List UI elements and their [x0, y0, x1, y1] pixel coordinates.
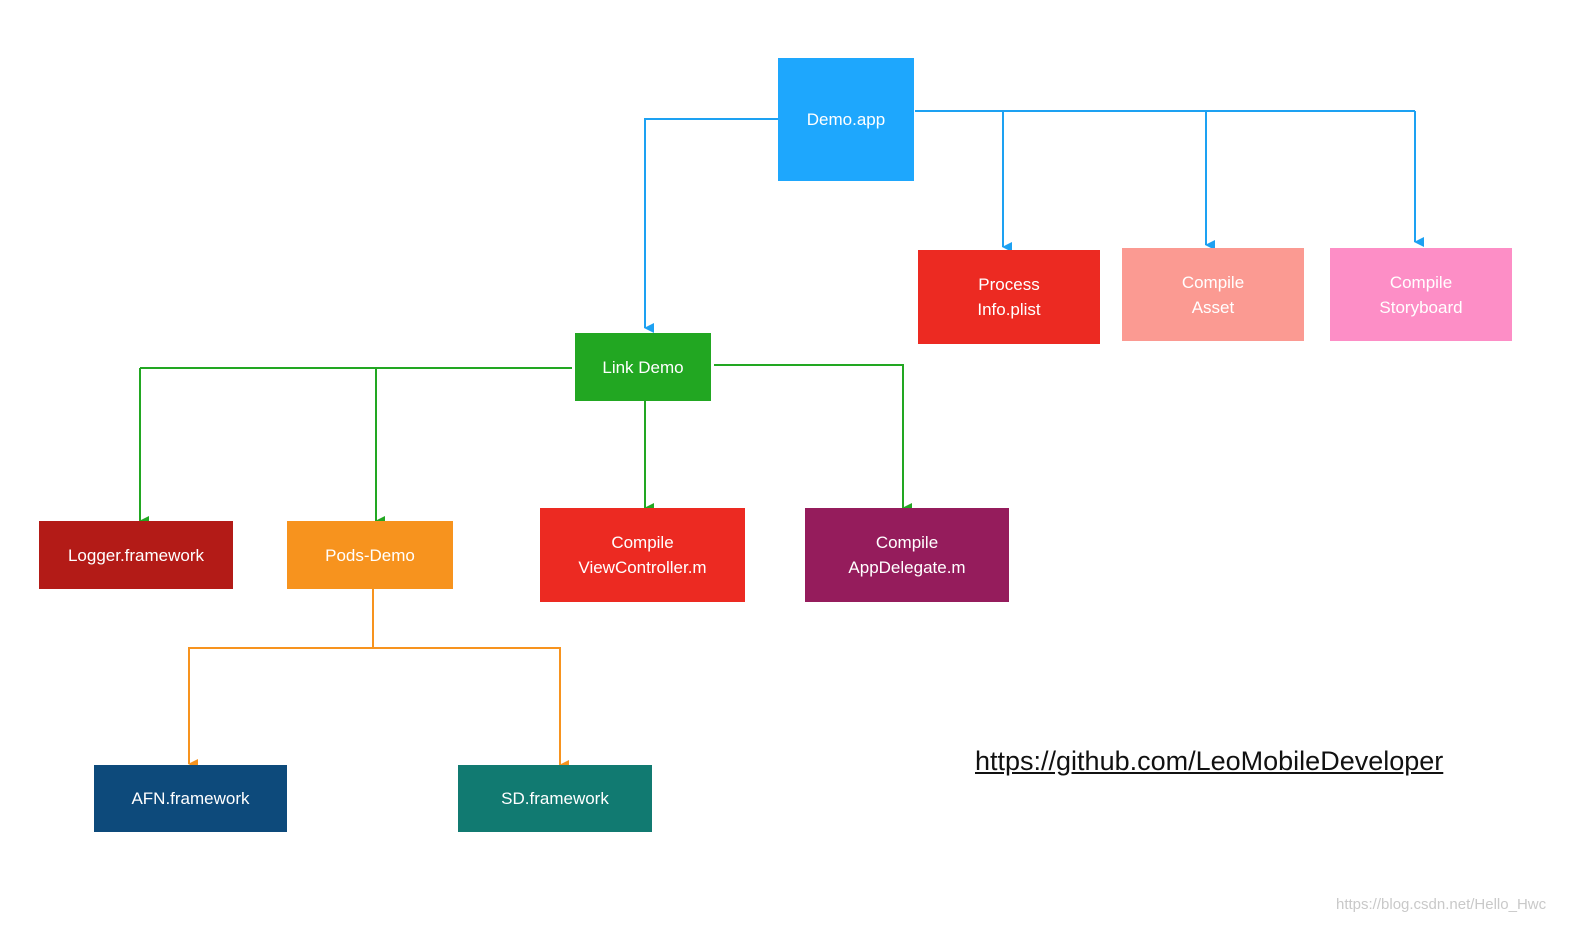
node-pods-demo: Pods-Demo: [287, 521, 453, 589]
node-label: Link Demo: [602, 355, 683, 380]
node-label-line: Compile: [1389, 272, 1453, 292]
node-demo-app: Demo.app: [778, 58, 914, 181]
node-label-line: ViewController.m: [578, 558, 707, 577]
node-label: AFN.framework: [131, 786, 249, 811]
node-label-line: Info.plist: [977, 300, 1041, 319]
node-label-line: Logger.framework: [67, 545, 205, 565]
node-label-line: AFN.framework: [131, 789, 250, 808]
node-label: Pods-Demo: [325, 543, 415, 568]
node-label-line: Compile: [1181, 272, 1245, 292]
node-label-line: Storyboard: [1379, 297, 1463, 317]
node-label-line: Process: [978, 275, 1040, 294]
edge-pods-to-sd: [373, 647, 569, 770]
github-link[interactable]: https://github.com/LeoMobileDeveloper: [975, 746, 1444, 776]
node-logger-framework: Logger.framework: [39, 521, 233, 589]
node-label-line: Link Demo: [602, 357, 684, 377]
node-afn-framework: AFN.framework: [94, 765, 287, 832]
node-label-line: SD.framework: [501, 789, 609, 808]
edge-link-to-compile-appdelegate: [714, 364, 912, 513]
node-label-line: Compile: [611, 533, 674, 552]
node-label: Demo.app: [807, 107, 885, 132]
node-label: Logger.framework: [68, 543, 204, 568]
watermark-text: https://blog.csdn.net/Hello_Hwc: [1336, 896, 1547, 913]
node-label-line: Pods-Demo: [325, 545, 415, 565]
node-label-line: Compile: [875, 533, 939, 552]
node-label-line: Asset: [1191, 297, 1235, 317]
node-label-line: Demo.app: [806, 110, 886, 129]
node-label: SD.framework: [501, 786, 609, 811]
node-label-line: AppDelegate.m: [848, 558, 966, 577]
node-link-demo: Link Demo: [575, 333, 711, 401]
edge-pods-to-afn: [188, 647, 373, 769]
node-sd-framework: SD.framework: [458, 765, 652, 832]
edge-demo-to-link-demo: [644, 118, 778, 333]
